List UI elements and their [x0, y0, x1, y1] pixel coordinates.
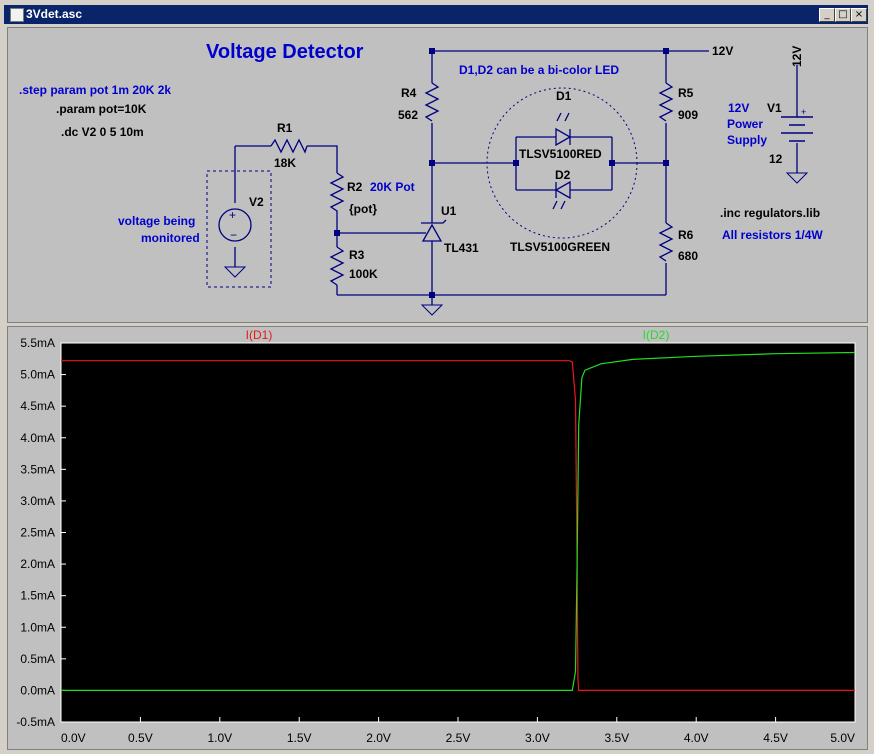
u1-value: TL431: [444, 241, 479, 255]
r6-ref: R6: [678, 228, 694, 242]
x-tick-label: 0.0V: [61, 731, 86, 745]
minimize-button[interactable]: _: [819, 8, 835, 22]
note-resistors: All resistors 1/4W: [722, 228, 823, 242]
x-tick-label: 3.5V: [604, 731, 629, 745]
trace-i-d1[interactable]: [61, 360, 855, 692]
directive-param: .param pot=10K: [56, 102, 147, 116]
schematic-canvas[interactable]: + − + Voltage Detector .step param pot 1…: [8, 28, 867, 322]
v1-desc-line3: Supply: [727, 133, 767, 147]
directive-step: .step param pot 1m 20K 2k: [19, 83, 171, 97]
x-tick-label: 1.0V: [207, 731, 232, 745]
r2-ref: R2: [347, 180, 363, 194]
x-tick-label: 4.5V: [763, 731, 788, 745]
v2-desc-line1: voltage being: [118, 214, 195, 228]
ground-symbol-main: [420, 304, 444, 316]
svg-text:+: +: [801, 107, 806, 117]
x-tick-label: 0.5V: [128, 731, 153, 745]
r5-ref: R5: [678, 86, 694, 100]
x-tick-label: 2.5V: [446, 731, 471, 745]
directive-dc: .dc V2 0 5 10m: [61, 125, 144, 139]
r3-ref: R3: [349, 248, 365, 262]
window-title: 3Vdet.asc: [26, 7, 83, 21]
r4-value: 562: [398, 108, 418, 122]
net-label-12v: 12V: [712, 44, 733, 58]
diode-symbols: [552, 112, 572, 210]
r5-value: 909: [678, 108, 698, 122]
traces: [61, 351, 856, 692]
y-axis: 5.5mA 5.0mA 4.5mA 4.0mA 3.5mA 3.0mA 2.5mA 2.0mA…: [16, 336, 66, 729]
x-tick-label: 5.0V: [830, 731, 855, 745]
v2-desc-line2: monitored: [141, 231, 200, 245]
v1-desc-line1: 12V: [728, 101, 749, 115]
d1-value: TLSV5100RED: [519, 147, 602, 161]
r1-ref: R1: [277, 121, 293, 135]
svg-text:+: +: [229, 208, 236, 222]
ground-symbol-v1: [785, 172, 809, 184]
r2-value: {pot}: [349, 202, 377, 216]
v1-desc-line2: Power: [727, 117, 763, 131]
x-axis: 0.0V 0.5V 1.0V 1.5V 2.0V 2.5V 3.0V 3.5V 4.0V 4.5V…: [60, 717, 856, 745]
y-tick-label: 0.0mA: [20, 683, 55, 697]
v2-dashed-box: [206, 170, 272, 288]
junction-dots: [334, 48, 669, 298]
close-button[interactable]: ×: [851, 8, 867, 22]
tl431-symbol: [415, 219, 447, 242]
r2-desc: 20K Pot: [370, 180, 415, 194]
schematic-title: Voltage Detector: [206, 41, 364, 63]
svg-text:−: −: [230, 228, 237, 242]
r4-ref: R4: [401, 86, 417, 100]
r3-value: 100K: [349, 267, 378, 281]
x-tick-label: 1.5V: [287, 731, 312, 745]
y-tick-label: 2.0mA: [20, 557, 55, 571]
waveform-plot[interactable]: 5.5mA 5.0mA 4.5mA 4.0mA 3.5mA 3.0mA 2.5mA 2.0mA…: [8, 327, 867, 749]
bicolor-led-outline: [486, 87, 638, 239]
d2-ref: D2: [555, 168, 571, 182]
legend-entry-i-d2[interactable]: I(D2): [643, 328, 670, 342]
legend-entry-i-d1[interactable]: I(D1): [246, 328, 273, 342]
d2-value: TLSV5100GREEN: [510, 240, 610, 254]
y-tick-label: 1.5mA: [20, 589, 55, 603]
x-tick-label: 3.0V: [525, 731, 550, 745]
y-tick-label: 0.5mA: [20, 652, 55, 666]
y-tick-label: 5.5mA: [20, 336, 55, 350]
v2-ref: V2: [249, 195, 264, 209]
y-tick-label: 3.0mA: [20, 494, 55, 508]
y-tick-label: 4.5mA: [20, 399, 55, 413]
d1-ref: D1: [556, 89, 572, 103]
resistor-symbols: [270, 82, 674, 286]
v1-value: 12: [769, 152, 783, 166]
waveform-pane[interactable]: 5.5mA 5.0mA 4.5mA 4.0mA 3.5mA 3.0mA 2.5mA 2.0mA…: [7, 326, 868, 750]
schematic-pane[interactable]: + − + Voltage Detector .step param pot 1…: [7, 27, 868, 323]
document-icon: [10, 8, 24, 22]
v1-battery-symbol: [781, 116, 813, 142]
y-tick-label: 5.0mA: [20, 368, 55, 382]
v1-top-label: 12V: [790, 46, 804, 67]
r1-value: 18K: [274, 156, 296, 170]
ground-symbol-v2: [223, 266, 247, 278]
title-bar[interactable]: 3Vdet.asc _ □ ×: [4, 5, 868, 24]
u1-ref: U1: [441, 204, 457, 218]
y-tick-label: 1.0mA: [20, 620, 55, 634]
note-bicolor-led: D1,D2 can be a bi-color LED: [459, 63, 619, 77]
y-tick-label: 4.0mA: [20, 431, 55, 445]
v2-source-symbol: [218, 208, 252, 242]
r6-value: 680: [678, 249, 698, 263]
v1-ref: V1: [767, 101, 782, 115]
wires: [234, 50, 798, 305]
plot-area[interactable]: [60, 342, 856, 723]
trace-i-d2[interactable]: [61, 351, 856, 692]
maximize-button[interactable]: □: [835, 8, 851, 22]
y-tick-label: -0.5mA: [16, 715, 55, 729]
x-tick-label: 2.0V: [366, 731, 391, 745]
inc-directive: .inc regulators.lib: [720, 206, 820, 220]
y-tick-label: 2.5mA: [20, 526, 55, 540]
y-tick-label: 3.5mA: [20, 462, 55, 476]
x-tick-label: 4.0V: [684, 731, 709, 745]
